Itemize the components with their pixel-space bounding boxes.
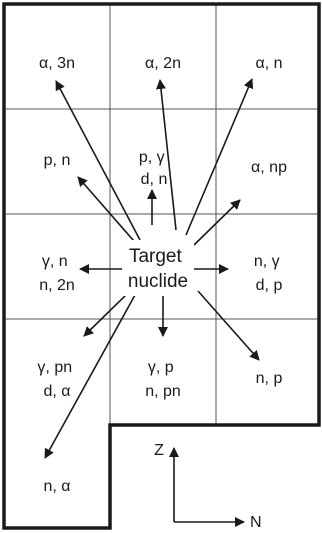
cell-lower-right: n, p [256,370,283,387]
arrow-alpha-np [193,199,241,246]
arrow-p-n [77,176,141,249]
arrow-alpha-n [185,78,254,236]
arrow-alpha-2n [155,79,177,231]
cell-top-right: α, n [255,55,282,72]
cell-lower-left: γ, pn d, α [37,359,76,400]
arrow-n-alpha [44,294,136,459]
axes [169,447,245,527]
cell-mid-left: p, n [44,152,71,169]
cell-bottom-left: n, α [43,478,70,495]
n-axis-label: N [250,514,262,531]
cell-mid-right: α, np [251,159,287,176]
target-nuclide-label: Target nuclide [128,246,188,292]
cell-center-left: γ, n n, 2n [39,253,75,294]
arrow-alpha-3n [55,80,141,241]
cell-mid-center: p, γ d, n [139,149,169,188]
target-backdrop [122,240,194,296]
arrow-n-p [197,290,260,361]
cell-top-center: α, 2n [145,55,181,72]
reaction-arrows [44,78,260,459]
cell-center-right: n, γ d, p [254,253,284,294]
cell-top-left: α, 3n [39,55,75,72]
z-axis-label: Z [154,442,164,459]
arrow-gamma-pn [83,290,131,337]
cell-lower-center: γ, p n, pn [145,359,181,400]
